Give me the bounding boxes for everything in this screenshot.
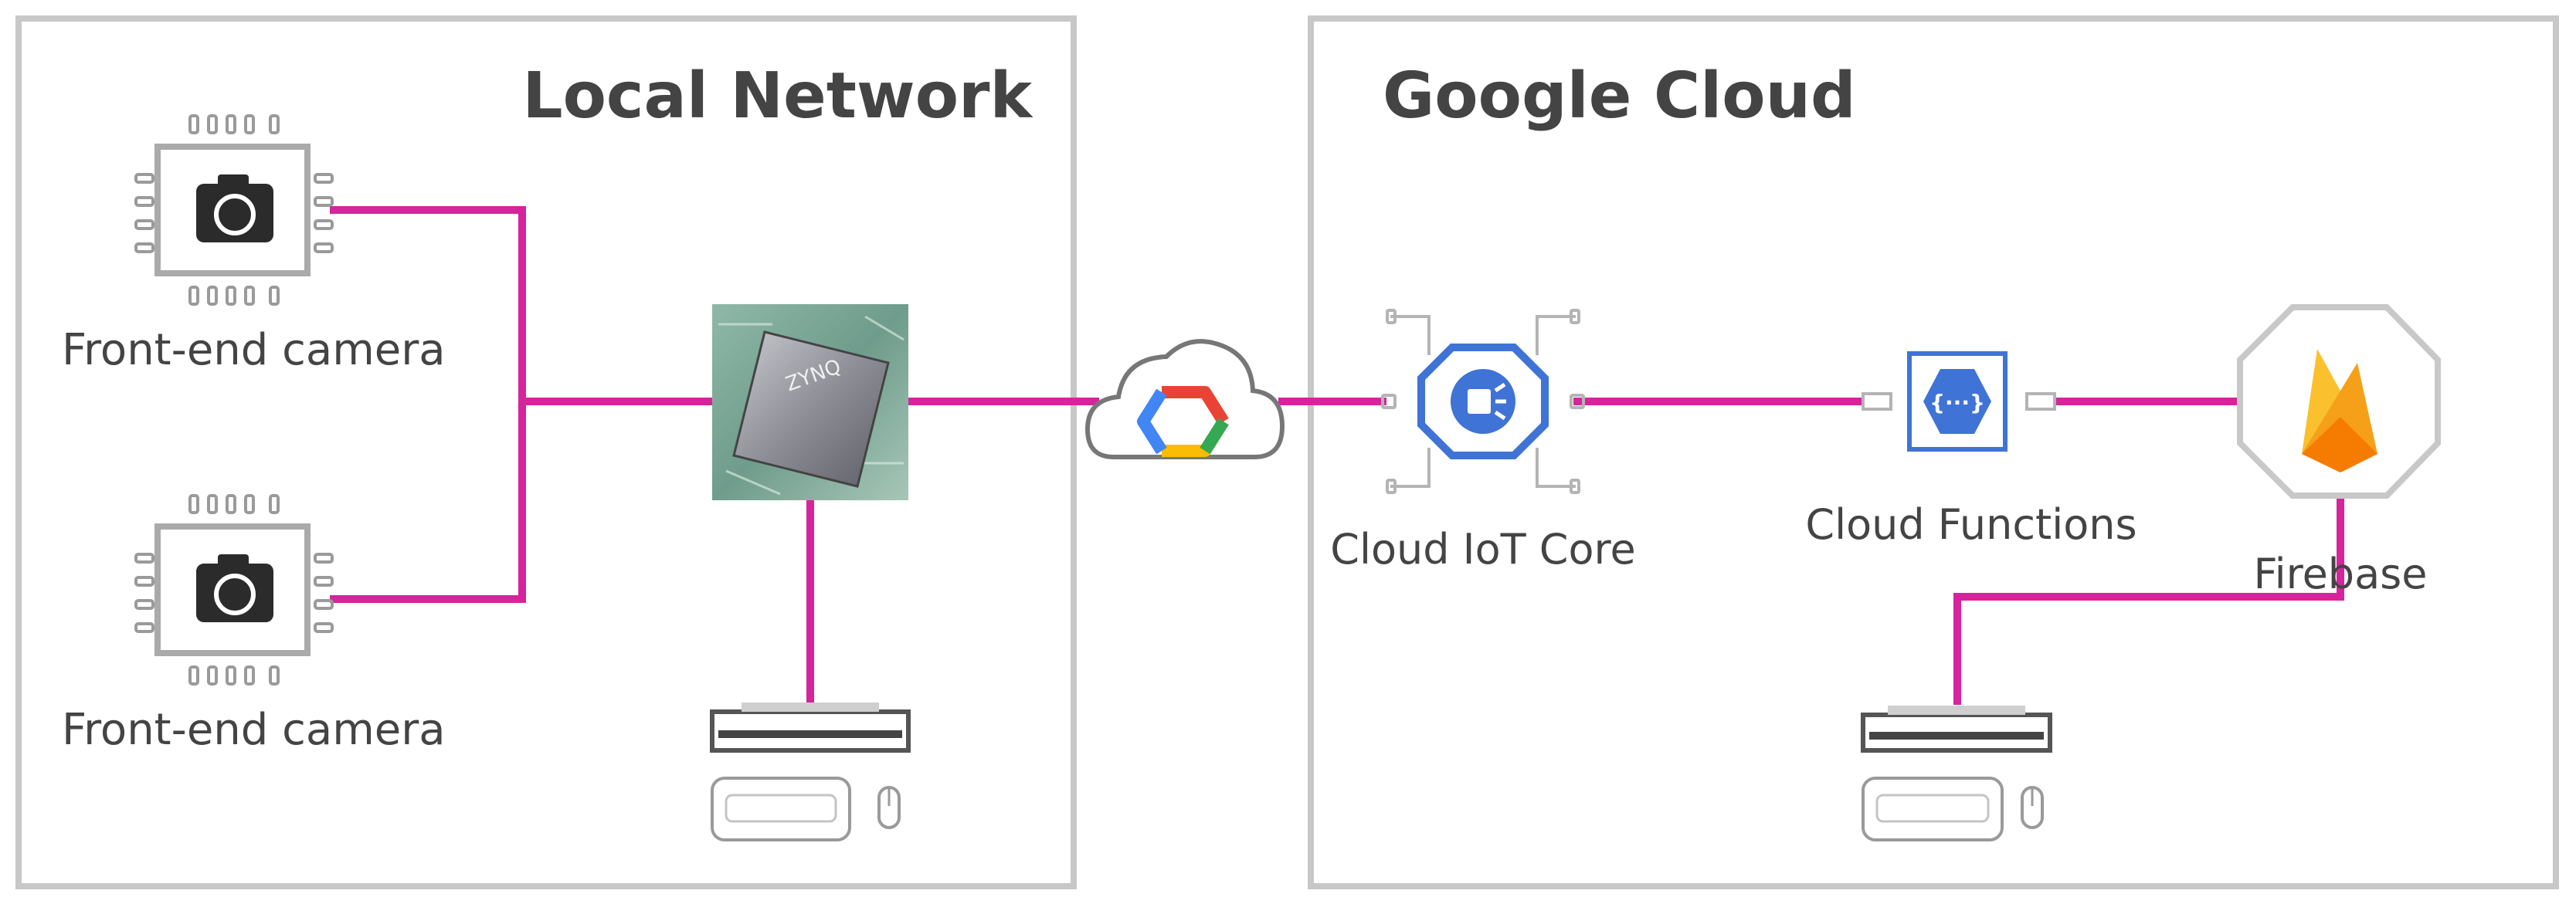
keyboard-icon xyxy=(711,777,851,841)
mouse-icon xyxy=(2021,786,2044,829)
camera-top-label: Front-end camera xyxy=(62,325,446,375)
local-network-title: Local Network xyxy=(522,59,1033,133)
cloud-functions-label: Cloud Functions xyxy=(1805,500,2136,549)
fpga-chip-icon: ZYNQ xyxy=(712,304,908,500)
link-camera-top xyxy=(330,206,526,405)
workstation-local xyxy=(710,703,911,841)
cloud-functions-icon: {···} xyxy=(1862,351,2056,452)
google-cloud-title: Google Cloud xyxy=(1383,59,1856,133)
google-cloud-icon xyxy=(1084,339,1285,459)
mouse-icon xyxy=(877,786,901,829)
firebase-label: Firebase xyxy=(2253,550,2427,598)
connection-lines xyxy=(330,206,2344,705)
monitor-icon xyxy=(1861,706,2052,753)
workstation-cloud xyxy=(1861,706,2052,841)
monitor-icon xyxy=(710,703,911,753)
google-cloud-frame xyxy=(1308,15,2559,889)
link-firebase-to-workstation xyxy=(1953,490,2344,705)
camera-bottom-label: Front-end camera xyxy=(62,705,446,755)
link-camera-bottom xyxy=(330,398,526,603)
keyboard-icon xyxy=(1862,777,2004,841)
local-network-frame xyxy=(15,15,1077,889)
camera-icon xyxy=(196,554,273,622)
cloud-functions-glyph: {···} xyxy=(1929,390,1985,415)
camera-chip-top xyxy=(134,114,334,306)
iot-core-label: Cloud IoT Core xyxy=(1330,525,1636,574)
firebase-icon xyxy=(2237,304,2441,499)
cloud-iot-core-icon xyxy=(1381,309,1585,494)
camera-icon xyxy=(196,174,273,242)
camera-chip-bottom xyxy=(134,494,334,686)
